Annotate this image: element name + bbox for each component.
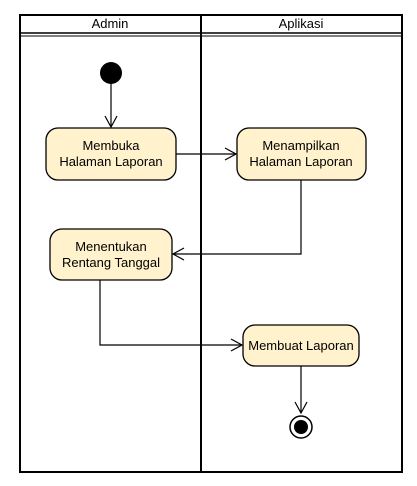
flow-menentukan-to-membuat — [99, 280, 244, 352]
activity-membuat-laporan: Membuat Laporan — [242, 324, 360, 367]
final-node — [289, 415, 313, 439]
activity-label-line: Membuka — [82, 138, 140, 153]
initial-node — [100, 62, 122, 84]
flow-menampilkan-to-menentukan — [171, 180, 302, 261]
swimlane-title-admin: Admin — [92, 16, 129, 31]
activity-label-line: Menentukan — [75, 239, 147, 254]
activity-label-line: Menampilkan — [262, 138, 339, 153]
swimlane-title-aplikasi: Aplikasi — [279, 16, 324, 31]
activity-label-line: Halaman Laporan — [59, 154, 162, 169]
activity-label-line: Rentang Tanggal — [62, 255, 160, 270]
activity-label-line: Halaman Laporan — [249, 154, 352, 169]
activity-label-line: Membuat Laporan — [248, 338, 354, 353]
activity-menampilkan-halaman-laporan: Menampilkan Halaman Laporan — [236, 127, 367, 181]
activity-menentukan-rentang-tanggal: Menentukan Rentang Tanggal — [49, 228, 173, 281]
activity-membuka-halaman-laporan: Membuka Halaman Laporan — [45, 127, 177, 181]
